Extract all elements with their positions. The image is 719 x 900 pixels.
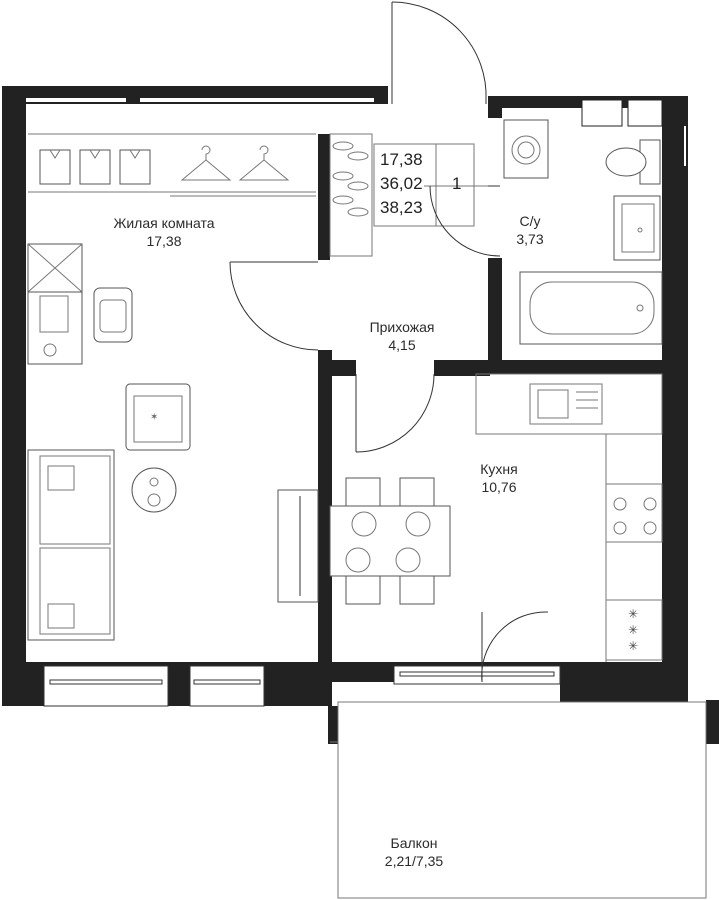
coffee-table: [131, 467, 177, 513]
summary-values: 17,38 36,02 38,23: [380, 148, 423, 220]
bathroom-name: С/у: [519, 213, 541, 229]
wardrobe: [28, 133, 316, 197]
armchair-icon: ✶: [125, 383, 191, 451]
fridge-icon: ✳ ✳ ✳: [605, 599, 663, 661]
sink-icon: [613, 195, 661, 261]
dining-table: [329, 477, 451, 605]
living-area-value: 17,38: [380, 150, 423, 169]
living-room-name: Жилая комната: [113, 215, 215, 231]
svg-text:✶: ✶: [150, 412, 158, 423]
summary-box: [373, 143, 498, 227]
stove-icon: [605, 483, 663, 543]
hanger-icon: [180, 145, 232, 181]
toilet-icon: [605, 139, 661, 185]
washing-machine-icon: [503, 119, 549, 179]
hall-area: 4,15: [388, 337, 416, 353]
shirt-icon: [119, 149, 151, 185]
living-door: [229, 261, 319, 351]
rooms-count: 1: [452, 174, 462, 193]
desk-icon: [27, 243, 83, 365]
plate-icon: [345, 511, 431, 573]
shoe-icon: [332, 141, 369, 217]
bathtub-icon: [519, 271, 663, 345]
svg-text:✳: ✳: [628, 639, 638, 653]
hall-name: Прихожая: [369, 319, 435, 335]
hall-label: Прихожая 4,15: [352, 318, 452, 354]
balcony-area: 2,21/7,35: [384, 853, 444, 869]
balcony: [330, 701, 707, 899]
total-with-balcony-value: 38,23: [380, 198, 423, 217]
sofa-icon: [27, 449, 115, 641]
living-room-label: Жилая комната 17,38: [96, 214, 232, 250]
windows: [26, 98, 686, 707]
tv-icon: [277, 489, 319, 603]
kitchen-area: 10,76: [481, 479, 517, 495]
kitchen-label: Кухня 10,76: [464, 460, 534, 496]
total-area-value: 36,02: [380, 174, 423, 193]
walls: [2, 86, 719, 744]
shoe-rack: [329, 133, 373, 257]
bathroom-door: [429, 185, 501, 257]
balcony-door: [481, 611, 549, 683]
bathroom-label: С/у 3,73: [500, 212, 560, 248]
svg-text:✳: ✳: [628, 623, 638, 637]
shirt-icon: [39, 149, 71, 185]
bathroom-area: 3,73: [516, 231, 544, 247]
shirt-icon: [79, 149, 111, 185]
chair-icon: [93, 287, 133, 343]
chair-icon: [345, 477, 435, 605]
kitchen-door: [355, 373, 435, 453]
kitchen-name: Кухня: [480, 461, 518, 477]
entrance-door: [391, 1, 487, 104]
svg-text:✳: ✳: [628, 607, 638, 621]
living-room-area: 17,38: [146, 233, 182, 249]
balcony-name: Балкон: [390, 835, 438, 851]
hanger-icon: [238, 145, 290, 181]
balcony-label: Балкон 2,21/7,35: [364, 834, 464, 870]
